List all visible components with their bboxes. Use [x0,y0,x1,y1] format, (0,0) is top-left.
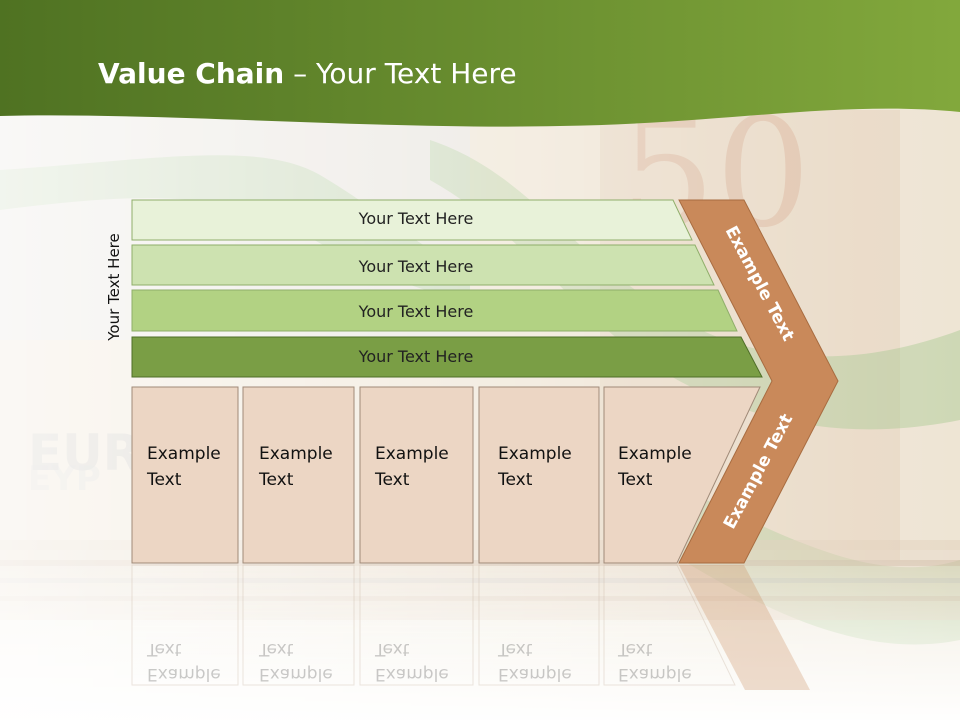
bar-label-1: Your Text Here [358,209,474,228]
reflection-text: Example Text Example Text Example Text E… [146,639,692,684]
reflection-box-5-line-1: Example [618,664,692,684]
example-box-4[interactable] [478,386,600,564]
title-bold: Value Chain [98,57,285,90]
box-5-line-2: Text [617,470,653,490]
reflection-box-2 [242,564,355,686]
bar-label-3: Your Text Here [358,302,474,321]
box-2-line-1: Example [259,444,333,464]
bar-shape-3[interactable] [131,289,738,332]
example-box-1[interactable] [131,386,239,564]
box-1-line-1: Example [147,444,221,464]
reflection-box-1-line-1: Example [147,664,221,684]
title-rest: – Your Text Here [284,57,517,90]
reflection-box-3-line-1: Example [375,664,449,684]
box-3-line-2: Text [374,470,410,490]
reflection-box-1-line-2: Text [146,639,182,659]
reflection-box-2-line-2: Text [258,639,294,659]
diagram-reflection [131,564,810,690]
chevron-arrow[interactable] [678,199,839,564]
reflection-box-3 [359,564,474,686]
bars-group: Your Text Here Your Text Here Your Text … [131,199,763,378]
box-2-line-2: Text [258,470,294,490]
box-5-line-1: Example [618,444,692,464]
bar-shape-1[interactable] [131,199,693,241]
reflection-box-5 [603,564,736,686]
bar-label-2: Your Text Here [358,257,474,276]
reflection-box-4-line-1: Example [498,664,572,684]
reflection-box-3-line-2: Text [374,639,410,659]
reflection-box-4 [478,564,600,686]
box-1-line-2: Text [146,470,182,490]
slide-title: Value Chain – Your Text Here [98,52,517,96]
bar-shape-4[interactable] [131,336,763,378]
example-box-5[interactable] [603,386,761,564]
reflection-box-5-line-2: Text [617,639,653,659]
reflection-box-1 [131,564,239,686]
box-4-line-2: Text [497,470,533,490]
reflection-chevron [679,565,810,690]
example-box-2[interactable] [242,386,355,564]
example-box-3[interactable] [359,386,474,564]
bar-shape-2[interactable] [131,244,715,286]
box-3-line-1: Example [375,444,449,464]
reflection-box-4-line-2: Text [497,639,533,659]
box-4-line-1: Example [498,444,572,464]
boxes-group: Example Text Example Text Example Text E… [131,386,761,564]
bar-label-4: Your Text Here [358,347,474,366]
reflection-box-2-line-1: Example [259,664,333,684]
